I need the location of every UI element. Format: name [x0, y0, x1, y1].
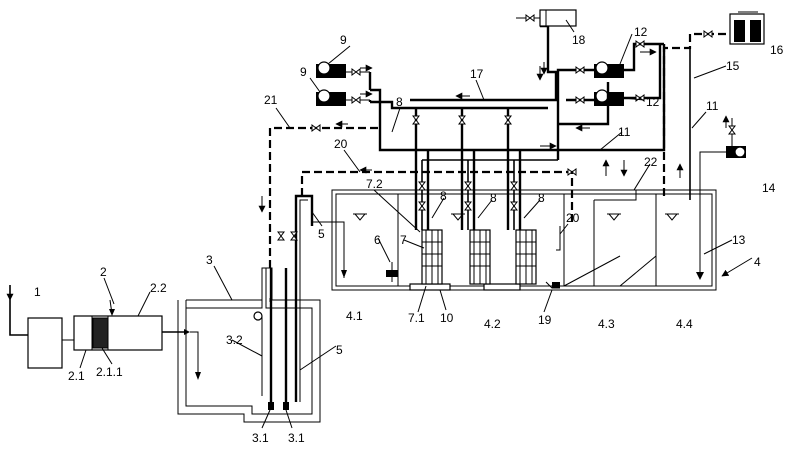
pipe-15	[662, 32, 730, 196]
pipe-12-suction	[556, 68, 594, 160]
valve-icon	[418, 201, 426, 211]
label-16: 16	[770, 43, 784, 57]
valve-icon	[277, 231, 285, 241]
blower-18-icon	[516, 9, 577, 27]
label-4: 4	[754, 255, 761, 269]
leader-lines	[79, 19, 733, 429]
label-12b: 12	[646, 95, 660, 109]
valve-icon	[635, 40, 645, 48]
pump-12a-icon	[594, 61, 624, 78]
device-6-icon	[386, 262, 398, 282]
label-group: 1 2 2.2 2.1 2.1.1 3 3.2 3.1 3.1 5 5 21 2…	[34, 25, 784, 445]
label-20a: 20	[334, 137, 348, 151]
pipe-21	[268, 126, 382, 268]
label-4-1: 4.1	[346, 309, 363, 323]
label-21: 21	[264, 93, 278, 107]
label-2: 2	[100, 265, 107, 279]
water-level-icon	[352, 213, 368, 221]
pipe-12-discharge	[624, 42, 664, 72]
label-12a: 12	[634, 25, 648, 39]
base-10	[409, 283, 451, 291]
label-11a: 11	[618, 125, 631, 139]
label-19: 19	[538, 313, 552, 327]
lift-pump-3-1a-icon	[268, 402, 274, 410]
label-1: 1	[34, 285, 41, 299]
label-9a: 9	[340, 33, 347, 47]
valve-icon	[575, 96, 585, 104]
label-2-1-1: 2.1.1	[96, 365, 123, 379]
pipe-11-a	[548, 44, 666, 152]
pump-9a-icon	[316, 61, 373, 78]
pipe-20-branch	[556, 226, 561, 251]
pipe-into-tank-3	[190, 331, 199, 378]
filter-screen-2-1-1	[92, 317, 109, 349]
label-9b: 9	[300, 65, 307, 79]
valve-icon	[703, 30, 713, 38]
membrane-rack-2	[469, 229, 491, 285]
valve-icon	[575, 66, 585, 74]
label-5b: 5	[336, 343, 343, 357]
label-18: 18	[572, 33, 586, 47]
pump-14-icon	[699, 115, 746, 160]
pipe-17	[410, 24, 558, 102]
valve-icon	[510, 201, 518, 211]
pipe-8	[370, 88, 558, 230]
label-11b: 11	[706, 99, 719, 113]
label-3-1b: 3.1	[288, 431, 305, 445]
valve-icon	[311, 124, 321, 132]
label-13: 13	[732, 233, 746, 247]
pipe-20	[300, 170, 574, 226]
label-2-1: 2.1	[68, 369, 85, 383]
pipe-5	[269, 194, 314, 402]
label-8a: 8	[396, 95, 403, 109]
label-15: 15	[726, 59, 740, 73]
label-7-2: 7.2	[366, 177, 383, 191]
label-8c: 8	[490, 191, 497, 205]
label-22: 22	[644, 155, 658, 169]
valve-icon	[567, 168, 577, 176]
label-7-1: 7.1	[408, 311, 425, 325]
pipe-22	[594, 190, 637, 201]
pipe-11-b	[558, 82, 610, 126]
valve-icon	[464, 181, 472, 191]
valve-icon	[464, 201, 472, 211]
membrane-rack-3	[515, 229, 537, 285]
device-19-icon	[545, 281, 560, 289]
base-plate	[483, 283, 521, 291]
unit-2-pretreatment	[73, 299, 163, 351]
label-7: 7	[400, 233, 407, 247]
dosing-unit-16-icon	[729, 11, 765, 45]
water-level-icon	[664, 213, 680, 221]
valve-icon	[418, 181, 426, 191]
label-8d: 8	[538, 191, 545, 205]
label-17: 17	[470, 67, 484, 81]
unit-1-collection-tank	[6, 285, 63, 369]
valve-icon	[458, 115, 466, 125]
lift-pump-3-1b-icon	[283, 402, 289, 410]
label-10: 10	[440, 311, 454, 325]
tank-3-regulating-tank	[177, 267, 321, 423]
valve-icon	[504, 115, 512, 125]
water-level-icon	[606, 213, 622, 221]
label-3: 3	[206, 253, 213, 267]
label-8b: 8	[440, 189, 447, 203]
label-4-4: 4.4	[676, 317, 693, 331]
label-4-3: 4.3	[598, 317, 615, 331]
label-5a: 5	[318, 227, 325, 241]
inlet-4-1	[311, 221, 345, 278]
valve-icon	[510, 181, 518, 191]
label-6: 6	[374, 233, 381, 247]
label-20b: 20	[566, 211, 580, 225]
label-4-2: 4.2	[484, 317, 501, 331]
label-3-1a: 3.1	[252, 431, 269, 445]
label-14: 14	[762, 181, 776, 195]
pump-9b-icon	[316, 89, 373, 106]
valve-icon	[412, 115, 420, 125]
label-2-2: 2.2	[150, 281, 167, 295]
membrane-rack-1	[421, 229, 443, 285]
float-ball-icon	[253, 311, 263, 321]
